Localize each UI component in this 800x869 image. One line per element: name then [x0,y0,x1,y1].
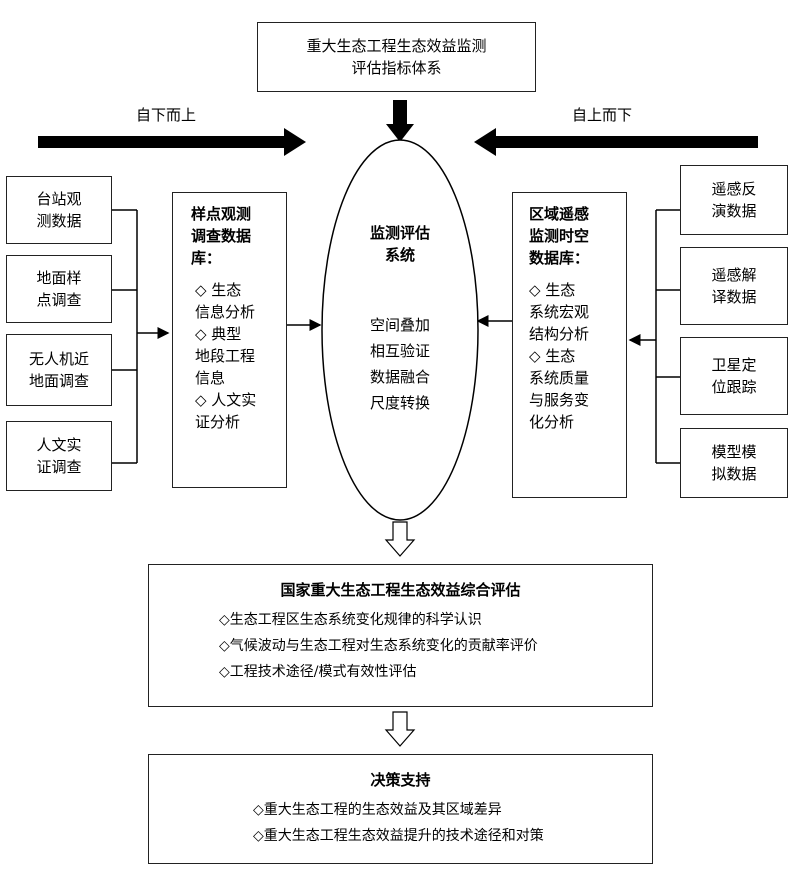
national-assessment-item: ◇工程技术途径/模式有效性评估 [219,664,417,680]
interpretation-line1: 遥感解 [711,266,757,284]
monitoring-method: 尺度转换 [369,394,430,412]
uav-ground-survey-box: 无人机近 地面调查 [6,334,112,406]
sample-db-line: ◇ 人文实 [195,391,257,409]
remote-db-line: 化分析 [529,413,575,431]
regional-remote-sensing-database-box: 区域遥感 监测时空 数据库： ◇ 生态 系统宏观 结构分析 ◇ 生态 系统质量 … [512,192,627,498]
monitoring-method: 空间叠加 [369,316,430,334]
humanities-survey-box: 人文实 证调查 [6,421,112,491]
remote-db-title1: 区域遥感 [529,205,590,223]
remote-db-line: ◇ 生态 [529,281,576,299]
indicator-system-box: 重大生态工程生态效益监测 评估指标体系 [257,22,536,92]
indicator-system-line1: 重大生态工程生态效益监测 [306,37,487,55]
ground-sample-line1: 地面样 [36,269,82,287]
station-observation-data-box: 台站观 测数据 [6,176,112,244]
remote-db-line: 结构分析 [529,325,590,343]
remote-db-line: 系统宏观 [529,303,590,321]
indicator-system-line2: 评估指标体系 [351,59,442,77]
remote-sensing-interpretation-box: 遥感解 译数据 [680,247,788,325]
sample-db-line: 信息分析 [195,303,256,321]
bottom-up-label: 自下而上 [136,106,197,124]
left-sources-bracket [112,209,170,464]
satellite-line2: 位跟踪 [711,378,757,396]
remote-db-line: 与服务变 [529,391,590,409]
sample-db-line: ◇ 生态 [195,281,242,299]
model-line1: 模型模 [711,443,757,461]
national-assessment-item: ◇生态工程区生态系统变化规律的科学认识 [219,612,482,628]
sample-db-title2: 调查数据 [191,227,252,245]
humanities-survey-line2: 证调查 [36,458,82,476]
hollow-arrow-2 [384,711,416,747]
monitoring-title1: 监测评估 [369,224,430,242]
interpretation-line2: 译数据 [711,288,757,306]
model-line2: 拟数据 [711,465,757,483]
satellite-line1: 卫星定 [711,356,757,374]
national-assessment-box: 国家重大生态工程生态效益综合评估 ◇生态工程区生态系统变化规律的科学认识 ◇气候… [148,564,653,707]
decision-support-box: 决策支持 ◇重大生态工程的生态效益及其区域差异 ◇重大生态工程生态效益提升的技术… [148,754,653,864]
top-down-arrow [474,128,758,156]
remote-db-line: ◇ 生态 [529,347,576,365]
sample-db-line: 信息 [195,369,226,387]
remote-db-title2: 监测时空 [529,227,590,245]
decision-support-title: 决策支持 [370,771,431,789]
humanities-survey-line1: 人文实 [36,436,82,454]
remote-db-line: 系统质量 [529,369,590,387]
sample-db-title1: 样点观测 [191,205,252,223]
national-assessment-item: ◇气候波动与生态工程对生态系统变化的贡献率评价 [219,638,538,654]
sample-db-line: ◇ 典型 [195,325,242,343]
sample-db-line: 地段工程 [195,347,256,365]
remote-sensing-inversion-box: 遥感反 演数据 [680,165,788,235]
inversion-line1: 遥感反 [711,180,757,198]
decision-support-item: ◇重大生态工程的生态效益及其区域差异 [253,802,502,818]
monitoring-method: 相互验证 [369,342,430,360]
national-assessment-title: 国家重大生态工程生态效益综合评估 [280,581,521,599]
right-sources-bracket [628,209,680,464]
station-observation-line2: 测数据 [36,212,82,230]
sample-db-title3: 库： [191,249,222,267]
station-observation-line1: 台站观 [36,190,82,208]
ground-sample-line2: 点调查 [36,291,82,309]
uav-survey-line2: 地面调查 [28,372,89,390]
sample-point-database-box: 样点观测 调查数据 库： ◇ 生态 信息分析 ◇ 典型 地段工程 信息 ◇ 人文… [172,192,287,488]
decision-support-item: ◇重大生态工程生态效益提升的技术途径和对策 [253,828,544,844]
uav-survey-line1: 无人机近 [28,350,89,368]
top-down-label: 自上而下 [572,106,633,124]
inversion-line2: 演数据 [711,202,757,220]
monitoring-method: 数据融合 [369,368,430,386]
ground-sample-survey-box: 地面样 点调查 [6,255,112,323]
satellite-tracking-box: 卫星定 位跟踪 [680,337,788,415]
remote-db-title3: 数据库： [529,249,590,267]
sample-db-line: 证分析 [195,413,241,431]
hollow-arrow-1 [384,521,416,557]
monitoring-system-text: 监测评估 系统 空间叠加 相互验证 数据融合 尺度转换 [340,222,460,416]
bottom-up-arrow [38,128,306,156]
down-arrow-top [386,100,414,142]
monitoring-ellipse [321,139,479,521]
monitoring-title2: 系统 [384,246,415,264]
model-simulation-box: 模型模 拟数据 [680,428,788,498]
